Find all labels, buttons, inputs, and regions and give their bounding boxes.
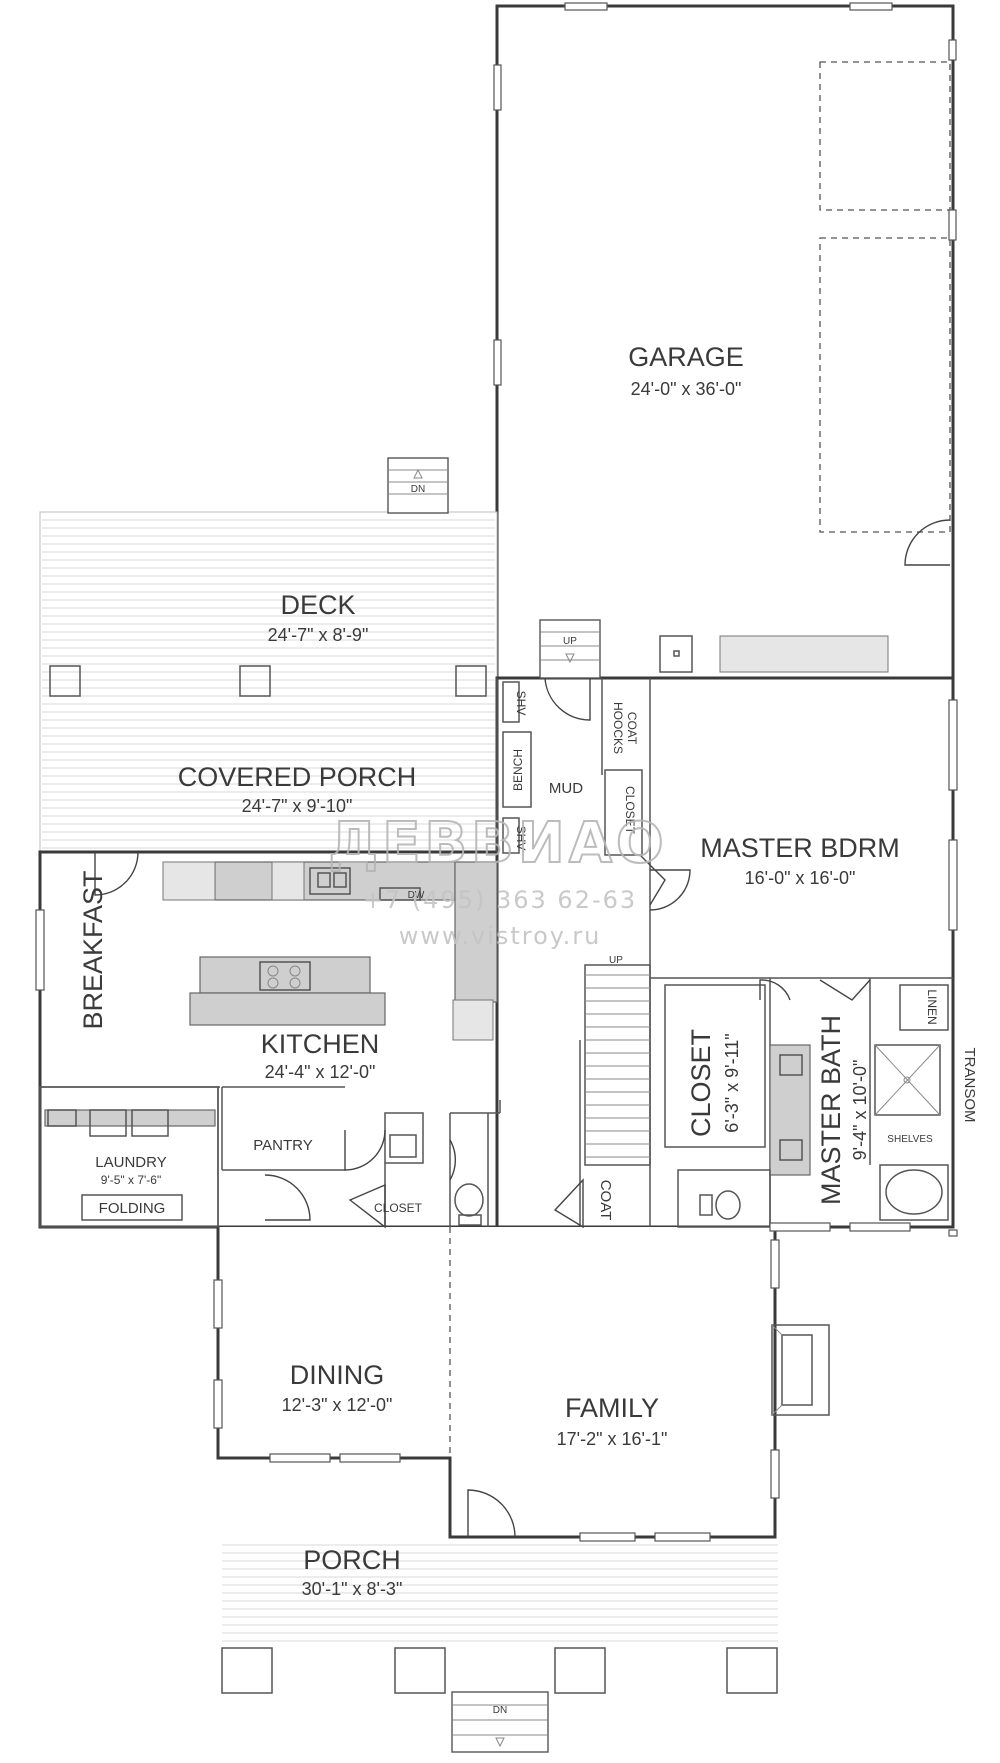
watermark-url: www.vistroy.ru	[399, 922, 602, 950]
porch-label: PORCH	[303, 1545, 401, 1575]
deck	[39, 457, 498, 853]
closet-mud-label: CLOSET	[623, 786, 637, 835]
up-stair-label: UP	[609, 955, 623, 966]
covered-porch-label: COVERED PORCH	[178, 762, 417, 792]
laundry	[39, 1086, 311, 1228]
pantry-label: PANTRY	[253, 1137, 312, 1154]
transom-label: TRANSOM	[961, 1048, 978, 1123]
coat-label: COAT	[597, 1180, 614, 1221]
folding-label: FOLDING	[99, 1200, 166, 1217]
dining-family	[213, 1227, 830, 1542]
mud-label: MUD	[549, 780, 583, 797]
master-bdrm	[649, 699, 958, 1237]
up-mud-label: UP	[563, 636, 577, 647]
shv-label: SHV	[514, 691, 528, 716]
watermark-phone: +7 (495) 363 62-63	[363, 886, 637, 914]
master-bdrm-dims: 16'-0" x 16'-0"	[745, 868, 856, 888]
kitchen-dims: 24'-4" x 12'-0"	[265, 1062, 376, 1082]
deck-label: DECK	[280, 590, 355, 620]
closet-master-label: CLOSET	[686, 1029, 716, 1137]
master-bath-dims: 9'-4" x 10'-0"	[850, 1060, 870, 1161]
bench-label: BENCH	[511, 749, 525, 791]
garage-dims: 24'-0" x 36'-0"	[631, 379, 742, 399]
laundry-label: LAUNDRY	[95, 1154, 166, 1171]
shelves-label: SHELVES	[887, 1134, 933, 1145]
breakfast-label: BREAKFAST	[78, 870, 108, 1029]
dw-label: DW	[408, 890, 425, 901]
porch	[221, 1544, 778, 1753]
master-bdrm-label: MASTER BDRM	[700, 833, 900, 863]
labels: GARAGE 24'-0" x 36'-0" DECK 24'-7" x 8'-…	[78, 342, 978, 1716]
dn-deck-label: DN	[411, 484, 425, 495]
dining-label: DINING	[290, 1360, 385, 1390]
closet-master-dims: 6'-3" x 9'-11"	[722, 1033, 742, 1132]
family-dims: 17'-2" x 16'-1"	[557, 1429, 668, 1449]
deck-dims: 24'-7" x 8'-9"	[268, 625, 369, 645]
watermark-logo: ДЕВВИАО	[328, 811, 667, 876]
garage-label: GARAGE	[628, 342, 744, 372]
pantry-hall	[344, 1129, 584, 1229]
covered-porch-dims: 24'-7" x 9'-10"	[242, 796, 353, 816]
laundry-dims: 9'-5" x 7'-6"	[101, 1173, 161, 1187]
kitchen	[35, 851, 498, 1041]
watermark: ДЕВВИАО +7 (495) 363 62-63 www.vistroy.r…	[327, 810, 667, 950]
master-bath-label: MASTER BATH	[816, 1015, 846, 1205]
garage	[493, 2, 957, 680]
closet-hall-label: CLOSET	[374, 1201, 423, 1215]
dining-dims: 12'-3" x 12'-0"	[282, 1395, 393, 1415]
coat-hooks-label-1: COAT	[625, 712, 639, 745]
mud	[539, 619, 666, 906]
house-walls	[38, 676, 955, 1539]
coat-hooks-label-2: HOOCKS	[611, 702, 625, 754]
porch-dims: 30'-1" x 8'-3"	[302, 1579, 403, 1599]
family-label: FAMILY	[565, 1393, 659, 1423]
linen-label: LINEN	[925, 989, 939, 1024]
dn-porch-label: DN	[493, 1705, 507, 1716]
shv2-label: SHV	[514, 826, 528, 851]
kitchen-label: KITCHEN	[261, 1029, 380, 1059]
